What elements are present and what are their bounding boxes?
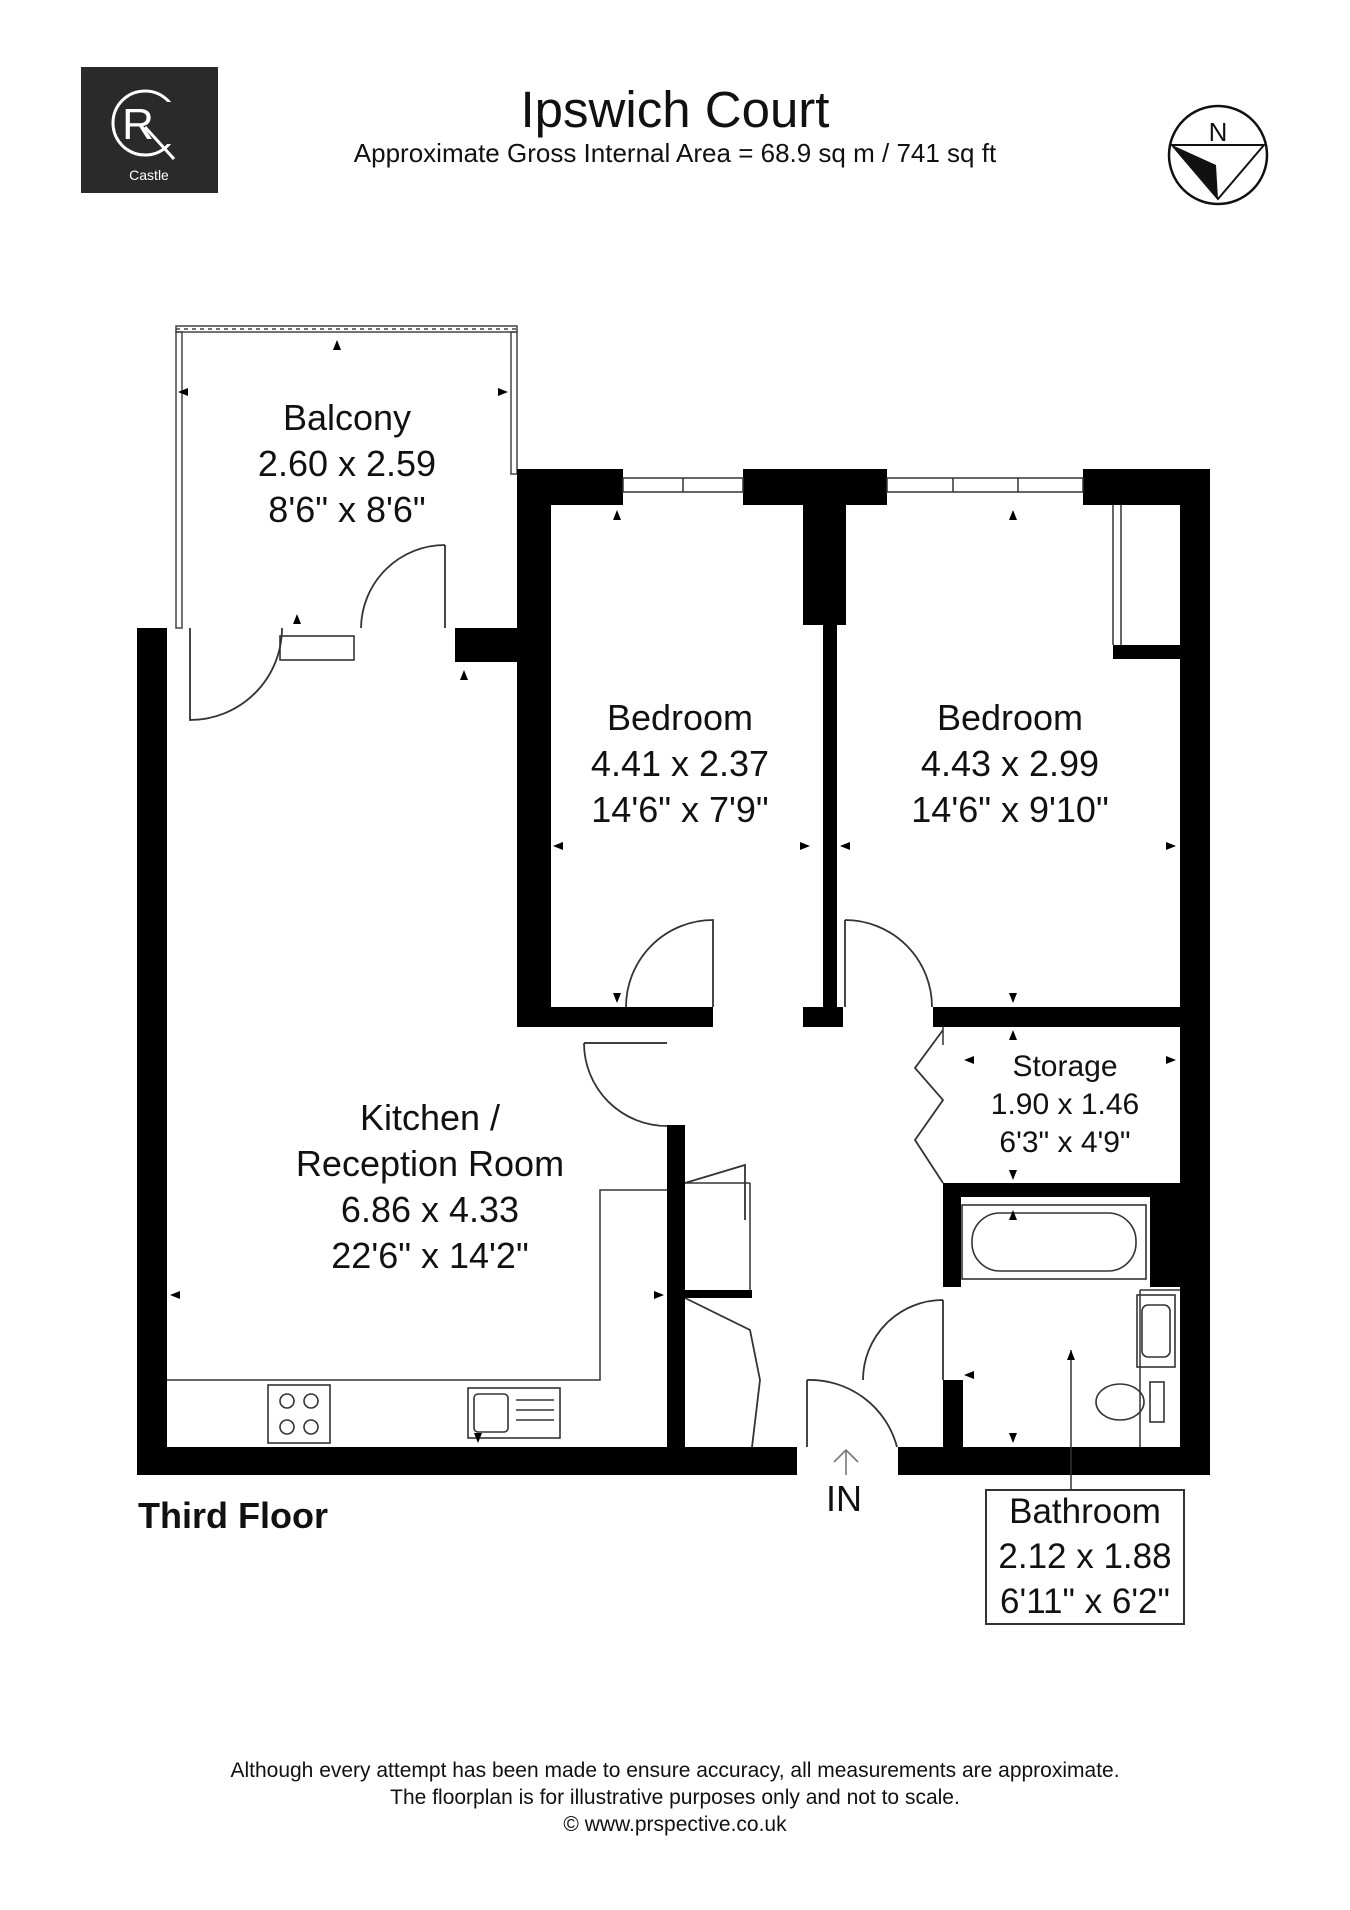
room-imperial: 6'11" x 6'2" bbox=[1000, 1582, 1170, 1621]
doors bbox=[189, 544, 945, 1448]
balcony-table bbox=[279, 635, 355, 661]
balcony-railing bbox=[175, 325, 518, 629]
svg-text:N: N bbox=[1209, 117, 1228, 147]
room-name: Storage bbox=[1012, 1050, 1118, 1083]
room-metric: 4.43 x 2.99 bbox=[920, 743, 1100, 784]
logo-mark-icon: R Castle bbox=[111, 89, 179, 183]
svg-text:Castle: Castle bbox=[129, 167, 169, 183]
room-bedroom-1: Bedroom 4.41 x 2.37 14'6" x 7'9" bbox=[560, 695, 800, 833]
copyright-link[interactable]: © www.prspective.co.uk bbox=[563, 1813, 787, 1836]
room-name-line2: Reception Room bbox=[295, 1143, 565, 1184]
room-name: Bedroom bbox=[606, 697, 754, 738]
svg-text:R: R bbox=[122, 100, 154, 149]
room-balcony: Balcony 2.60 x 2.59 8'6" x 8'6" bbox=[222, 395, 472, 533]
disclaimer-line-2: The floorplan is for illustrative purpos… bbox=[390, 1786, 960, 1809]
room-storage: Storage 1.90 x 1.46 6'3" x 4'9" bbox=[965, 1048, 1165, 1162]
bathroom-label-box: Bathroom 2.12 x 1.88 6'11" x 6'2" bbox=[985, 1489, 1185, 1625]
thin-lines bbox=[167, 477, 1180, 1489]
room-metric: 6.86 x 4.33 bbox=[340, 1189, 520, 1230]
room-imperial: 8'6" x 8'6" bbox=[268, 489, 426, 530]
entrance-label: IN bbox=[826, 1478, 862, 1519]
page-title: Ipswich Court bbox=[520, 81, 830, 138]
room-metric: 2.60 x 2.59 bbox=[257, 443, 437, 484]
north-compass-icon: N bbox=[1167, 104, 1269, 206]
room-imperial: 14'6" x 7'9" bbox=[591, 789, 769, 830]
room-kitchen-reception: Kitchen / Reception Room 6.86 x 4.33 22'… bbox=[260, 1095, 600, 1279]
room-name: Bathroom bbox=[1009, 1492, 1161, 1531]
hob-icon bbox=[267, 1384, 331, 1444]
room-imperial: 6'3" x 4'9" bbox=[999, 1126, 1131, 1159]
toilet-icon bbox=[1095, 1383, 1145, 1421]
disclaimer-line-1: Although every attempt has been made to … bbox=[230, 1759, 1120, 1782]
room-imperial: 14'6" x 9'10" bbox=[911, 789, 1109, 830]
room-metric: 1.90 x 1.46 bbox=[990, 1088, 1140, 1121]
castle-logo: R Castle bbox=[81, 67, 218, 193]
room-bathroom: Bathroom 2.12 x 1.88 6'11" x 6'2" bbox=[987, 1489, 1183, 1624]
area-subtitle: Approximate Gross Internal Area = 68.9 s… bbox=[353, 138, 997, 168]
room-bedroom-2: Bedroom 4.43 x 2.99 14'6" x 9'10" bbox=[880, 695, 1140, 833]
kitchen-sink-icon bbox=[467, 1387, 561, 1439]
room-imperial: 22'6" x 14'2" bbox=[331, 1235, 529, 1276]
dimension-arrows bbox=[170, 340, 1176, 1443]
room-name: Balcony bbox=[282, 397, 412, 438]
room-metric: 2.12 x 1.88 bbox=[998, 1537, 1172, 1576]
basin-icon bbox=[1136, 1294, 1176, 1368]
fixtures bbox=[267, 635, 1176, 1475]
floor-label: Third Floor bbox=[138, 1495, 328, 1536]
disclaimer: Although every attempt has been made to … bbox=[0, 1757, 1350, 1838]
room-name-line1: Kitchen / bbox=[359, 1097, 501, 1138]
room-metric: 4.41 x 2.37 bbox=[590, 743, 770, 784]
room-name: Bedroom bbox=[936, 697, 1084, 738]
walls bbox=[137, 469, 1210, 1475]
bath-icon bbox=[961, 1204, 1147, 1280]
